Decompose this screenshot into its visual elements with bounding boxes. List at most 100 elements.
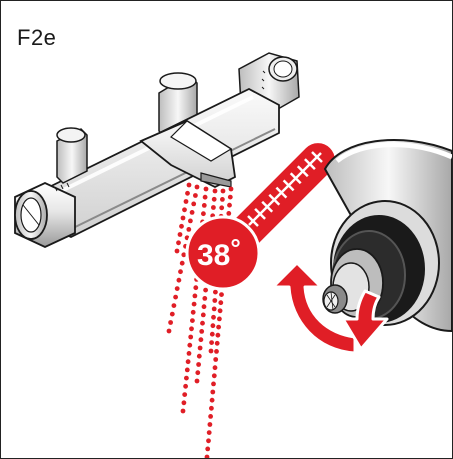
water-drop: [174, 286, 180, 291]
water-drop: [191, 201, 197, 207]
water-drop: [220, 197, 225, 202]
water-drop: [197, 345, 203, 351]
water-drop: [211, 205, 216, 210]
thermostat-cartridge-icon: [322, 139, 452, 333]
water-drop: [211, 373, 217, 379]
water-drop: [227, 202, 232, 208]
water-drop: [204, 454, 210, 458]
thermometer-tick: [254, 208, 266, 220]
water-drop: [180, 408, 186, 414]
water-drop: [226, 211, 232, 216]
water-drop: [211, 381, 216, 387]
rotate-arrow-icon: [271, 261, 389, 355]
water-drop: [176, 277, 182, 283]
water-drop: [168, 320, 174, 325]
water-drop: [201, 304, 207, 310]
water-drop: [192, 293, 198, 299]
water-drop: [173, 294, 179, 300]
water-drop: [211, 314, 216, 320]
water-drop: [213, 357, 219, 362]
water-drop: [171, 303, 177, 308]
water-drop: [212, 365, 218, 371]
water-drop: [188, 334, 194, 340]
water-drop: [208, 348, 214, 354]
water-drop: [190, 309, 196, 315]
water-drop: [228, 186, 234, 192]
water-drop: [186, 351, 192, 356]
water-drop: [193, 193, 198, 198]
water-drop: [198, 337, 204, 343]
thermometer-tick: [304, 158, 316, 170]
water-drop: [196, 362, 202, 367]
water-drop: [214, 340, 220, 346]
water-drop: [203, 287, 209, 293]
water-drop: [178, 269, 183, 275]
water-drop: [194, 184, 200, 190]
water-drop: [209, 405, 214, 411]
water-drop: [217, 308, 223, 314]
water-drop: [219, 205, 225, 211]
water-drop: [184, 375, 189, 381]
water-drop: [216, 324, 222, 330]
water-drop: [194, 378, 200, 384]
thermometer-tick: [296, 165, 309, 178]
water-drop: [186, 182, 192, 188]
water-drop: [227, 194, 233, 200]
water-drop: [202, 296, 208, 301]
water-drop: [196, 353, 202, 359]
thermometer-tick: [247, 215, 259, 227]
water-drop: [166, 328, 172, 334]
water-drop: [188, 218, 193, 224]
water-drop: [182, 392, 188, 397]
water-drop: [218, 300, 224, 306]
water-drop: [180, 215, 186, 221]
water-drop: [212, 298, 218, 303]
water-drop: [179, 223, 184, 229]
thermometer-tick: [289, 172, 302, 185]
water-drop: [203, 186, 209, 192]
thermostatic-bath-mixer-icon: [14, 52, 300, 248]
water-drop: [212, 188, 218, 194]
water-drop: [220, 188, 226, 194]
water-drop: [205, 446, 211, 452]
water-drop: [214, 349, 219, 354]
thermometer-tick: [268, 193, 281, 206]
water-drop: [190, 318, 195, 323]
water-drop: [213, 289, 218, 295]
water-drop: [210, 323, 216, 329]
water-drop: [187, 342, 193, 348]
water-drop: [201, 203, 207, 208]
water-drop: [185, 359, 191, 365]
water-drop: [191, 301, 197, 307]
water-drop: [211, 306, 217, 312]
thermometer-tick: [275, 186, 288, 199]
temperature-value: 38°: [197, 233, 241, 272]
water-drop: [211, 196, 217, 202]
water-drop: [206, 430, 212, 435]
water-drop: [181, 252, 187, 258]
water-drop: [186, 227, 192, 232]
water-drop: [209, 397, 215, 403]
thermometer-tick: [282, 179, 295, 192]
water-drop: [195, 370, 201, 376]
water-drop: [209, 340, 215, 345]
water-drop: [169, 311, 175, 317]
water-drop: [200, 312, 206, 318]
water-drop: [209, 331, 215, 337]
water-drop: [176, 240, 181, 246]
water-drop: [174, 248, 180, 254]
water-drop: [208, 414, 214, 419]
water-drop: [179, 260, 185, 266]
water-drop: [193, 285, 199, 291]
water-drop: [184, 367, 190, 373]
water-drop: [183, 199, 189, 204]
water-drop: [217, 316, 222, 322]
water-drop: [183, 383, 189, 389]
water-drop: [202, 194, 208, 200]
figure-label: F2e: [17, 25, 57, 50]
water-drop: [210, 389, 216, 395]
water-drop: [206, 438, 211, 444]
thermometer-tick: [311, 151, 323, 163]
